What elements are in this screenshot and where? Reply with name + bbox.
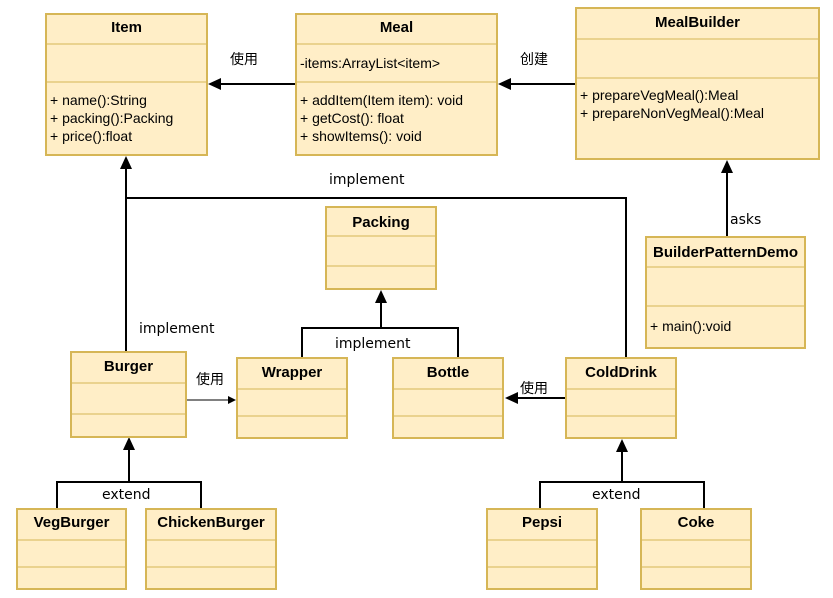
class-colddrink[interactable]: ColdDrink — [565, 357, 677, 439]
colddrink-uses-bottle-connector: 使用 — [505, 380, 566, 404]
demo-asks-builder-connector: asks — [721, 160, 761, 236]
attribute: -items:ArrayList<item> — [300, 55, 440, 71]
method: + prepareNonVegMeal():Meal — [580, 105, 764, 121]
class-builderpatterndemo[interactable]: BuilderPatternDemo + main():void — [645, 236, 806, 349]
class-name: Meal — [380, 19, 413, 36]
class-item[interactable]: Item + name():String + packing():Packing… — [45, 13, 208, 156]
method: + main():void — [650, 318, 731, 334]
class-vegburger[interactable]: VegBurger — [16, 508, 127, 590]
method: + addItem(Item item): void — [300, 92, 463, 108]
class-name: VegBurger — [34, 514, 110, 531]
method: + getCost(): float — [300, 110, 404, 126]
burger-uses-wrapper-connector: 使用 — [186, 371, 236, 404]
builder-creates-meal-label: 创建 — [520, 52, 548, 68]
burger-extend-label: extend — [102, 487, 151, 503]
class-name: Wrapper — [262, 364, 323, 381]
class-name: ColdDrink — [585, 364, 657, 381]
meal-uses-item-connector: 使用 — [208, 51, 296, 90]
class-name: Coke — [678, 514, 715, 531]
burger-uses-wrapper-label: 使用 — [196, 371, 224, 388]
class-chickenburger[interactable]: ChickenBurger — [145, 508, 277, 590]
class-name: Packing — [352, 214, 410, 231]
method: + name():String — [50, 92, 147, 108]
implement-packing-connector: implement — [301, 290, 459, 357]
class-name: Item — [111, 19, 142, 36]
implement-item-connector: implement implement — [120, 156, 627, 357]
class-name: BuilderPatternDemo — [653, 244, 798, 261]
demo-asks-label: asks — [730, 212, 761, 228]
class-packing[interactable]: Packing — [325, 206, 437, 290]
burger-extend-connector: extend — [56, 437, 202, 508]
method: + packing():Packing — [50, 110, 173, 126]
class-coke[interactable]: Coke — [640, 508, 752, 590]
class-name: ChickenBurger — [157, 514, 265, 531]
class-mealbuilder[interactable]: MealBuilder + prepareVegMeal():Meal + pr… — [575, 7, 820, 160]
class-wrapper[interactable]: Wrapper — [236, 357, 348, 439]
method: + price():float — [50, 128, 132, 144]
class-meal[interactable]: Meal -items:ArrayList<item> + addItem(It… — [295, 13, 498, 156]
class-name: Pepsi — [522, 514, 562, 531]
class-burger[interactable]: Burger — [70, 351, 187, 438]
colddrink-uses-bottle-label: 使用 — [520, 380, 548, 397]
builder-creates-meal-connector: 创建 — [498, 52, 576, 90]
class-name: Burger — [104, 358, 153, 375]
colddrink-implement-label: implement — [329, 172, 405, 188]
class-bottle[interactable]: Bottle — [392, 357, 504, 439]
colddrink-extend-connector: extend — [539, 439, 705, 508]
packing-implement-label: implement — [335, 336, 411, 352]
burger-implement-label: implement — [139, 321, 215, 337]
method: + showItems(): void — [300, 128, 422, 144]
colddrink-extend-label: extend — [592, 487, 641, 503]
class-pepsi[interactable]: Pepsi — [486, 508, 598, 590]
class-name: MealBuilder — [655, 14, 740, 31]
meal-uses-item-label: 使用 — [230, 51, 258, 68]
class-name: Bottle — [427, 364, 470, 381]
method: + prepareVegMeal():Meal — [580, 87, 738, 103]
